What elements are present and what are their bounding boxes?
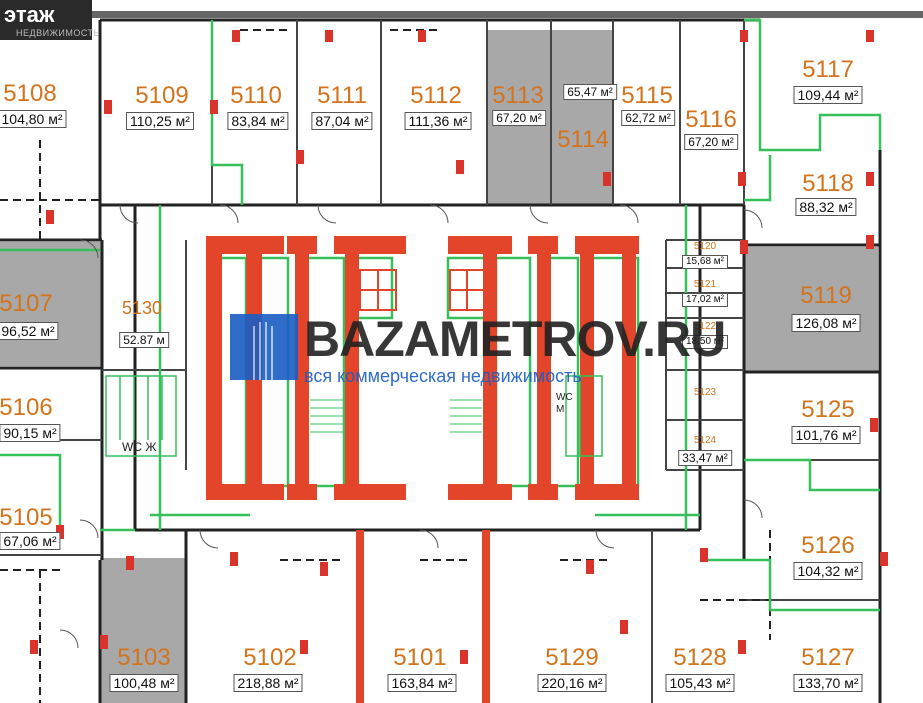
unit-area-5102: 218,88 м² [233,674,303,692]
watermark-name: BAZAMETROV.RU [304,311,726,367]
unit-area-5115: 62,72 м² [621,110,675,126]
unit-number-5123: 5123 [693,387,717,398]
unit-number-5126: 5126 [801,532,855,559]
door-arcs [59,204,763,649]
unit-area-5130: 52.87 м [119,332,169,348]
unit-area-5103: 100,48 м² [109,674,179,692]
unit-number-5124: 5124 [693,435,717,446]
wc-women-label: WC Ж [122,440,157,454]
floor-label: этаж [4,2,55,27]
unit-number-5130: 5130 [121,298,163,318]
unit-number-5116: 5116 [685,106,737,133]
unit-number-5112: 5112 [410,82,462,109]
main-walls [0,18,882,703]
unit-number-5119: 5119 [800,282,852,309]
unit-number-5114: 5114 [557,126,609,153]
unit-area-5128: 105,43 м² [665,674,735,692]
unit-number-5102: 5102 [243,644,297,671]
unit-area-5108: 104,80 м² [0,110,67,128]
unit-area-5101: 163,84 м² [387,674,457,692]
watermark-tagline: вся коммерческая недвижимость [304,366,582,386]
brand-badge: этаж НЕДВИЖИМОСТЬ [0,0,99,40]
unit-area-5107: 96,52 м² [0,322,59,340]
unit-area-5109: 110,25 м² [126,112,194,130]
unit-area-5105: 67,06 м² [0,532,61,550]
unit-number-5118: 5118 [802,170,854,197]
unit-area-5120: 15,68 м² [681,255,729,269]
unit-area-5112: 111,36 м² [404,112,472,130]
unit-area-5121: 17,02 м² [681,293,729,307]
unit-number-5127: 5127 [801,644,855,671]
unit-number-5129: 5129 [545,644,599,671]
unit-number-5121: 5121 [693,279,717,290]
unit-area-5110: 83,84 м² [227,112,289,130]
shaded-unit-5119 [744,247,878,371]
unit-area-5126: 104,32 м² [793,562,863,580]
unit-number-5113: 5113 [492,82,544,109]
unit-number-5125: 5125 [801,396,855,423]
unit-number-5128: 5128 [673,644,727,671]
unit-area-5116: 67,20 м² [684,134,738,150]
stairs [310,399,482,433]
unit-number-5122: 5122 [693,321,717,332]
unit-number-5105: 5105 [0,504,53,531]
unit-area-5129: 220,16 м² [537,674,607,692]
unit-area-5124: 33,47 м² [678,450,732,466]
watermark-building-icon [230,314,298,380]
unit-area-5118: 88,32 м² [795,198,857,216]
unit-number-5120: 5120 [693,241,717,252]
unit-number-5109: 5109 [135,82,189,109]
wc-men-label: WC М [556,392,573,415]
wc-fixtures [105,375,603,457]
unit-area-5114: 65,47 м² [563,84,617,100]
unit-number-5110: 5110 [230,82,282,109]
shaded-unit-5107 [0,242,102,366]
unit-number-5115: 5115 [621,82,673,109]
unit-number-5103: 5103 [117,644,171,671]
watermark: BAZAMETROV.RU вся коммерческая недвижимо… [230,311,726,386]
unit-area-5125: 101,76 м² [791,426,861,444]
unit-number-5108: 5108 [3,80,57,107]
unit-area-5119: 126,08 м² [791,314,861,332]
core-columns [206,236,639,703]
shaded-unit-5114 [551,30,613,206]
unit-area-5106: 90,15 м² [0,424,61,442]
unit-number-5107: 5107 [0,290,53,317]
lift-shafts [359,269,485,311]
unit-area-5111: 87,04 м² [311,112,373,130]
unit-number-5106: 5106 [0,394,53,421]
unit-area-5122: 18,50 м² [681,335,729,349]
unit-area-5127: 133,70 м² [793,674,863,692]
top-border-bar [92,11,923,18]
unit-number-5111: 5111 [317,82,367,109]
brand-subtitle: НЕДВИЖИМОСТЬ [16,28,100,38]
unit-number-5117: 5117 [802,56,854,83]
unit-area-5113: 67,20 м² [492,110,546,126]
unit-number-5101: 5101 [393,644,447,671]
unit-area-5117: 109,44 м² [793,86,863,104]
